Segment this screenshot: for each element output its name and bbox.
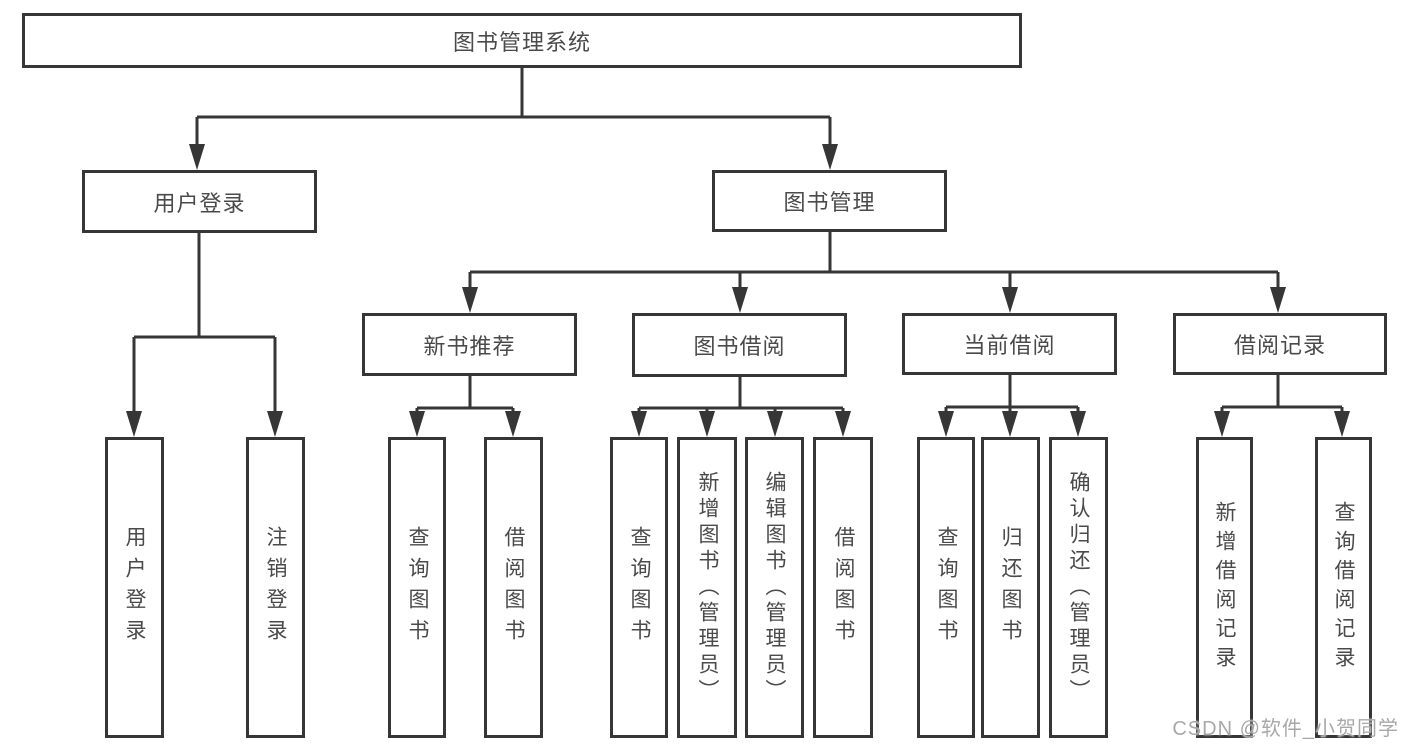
leaf-logout-label: 注销登录 xyxy=(264,525,287,650)
leaf-current-query-book-label: 查询图书 xyxy=(935,525,958,650)
node-book-borrow-label: 图书借阅 xyxy=(693,334,786,359)
leaf-confirm-return-admin: 确认归还（管理员） xyxy=(1049,437,1108,738)
node-root: 图书管理系统 xyxy=(22,13,1022,68)
leaf-add-book-admin-label: 新增图书（管理员） xyxy=(696,470,719,705)
leaf-edit-book-admin: 编辑图书（管理员） xyxy=(745,437,804,738)
leaf-return-book: 归还图书 xyxy=(981,437,1040,738)
node-book-borrow: 图书借阅 xyxy=(632,313,847,377)
leaf-edit-book-admin-label: 编辑图书（管理员） xyxy=(763,470,786,705)
node-book-management-label: 图书管理 xyxy=(783,190,876,215)
node-root-label: 图书管理系统 xyxy=(452,29,591,55)
leaf-recommend-borrow-book-label: 借阅图书 xyxy=(502,525,525,650)
leaf-borrow-book-label: 借阅图书 xyxy=(832,525,855,650)
leaf-recommend-query-book: 查询图书 xyxy=(388,437,446,738)
leaf-query-borrow-record: 查询借阅记录 xyxy=(1315,437,1372,738)
leaf-return-book-label: 归还图书 xyxy=(999,525,1022,650)
node-book-management: 图书管理 xyxy=(712,170,947,232)
leaf-borrow-query-book-label: 查询图书 xyxy=(628,525,651,650)
leaf-confirm-return-admin-label: 确认归还（管理员） xyxy=(1067,470,1090,705)
leaf-add-borrow-record: 新增借阅记录 xyxy=(1196,437,1253,738)
leaf-logout: 注销登录 xyxy=(246,437,305,738)
leaf-borrow-book: 借阅图书 xyxy=(813,437,873,738)
leaf-user-login: 用户登录 xyxy=(105,437,164,738)
leaf-current-query-book: 查询图书 xyxy=(917,437,975,738)
leaf-query-borrow-record-label: 查询借阅记录 xyxy=(1332,500,1355,675)
leaf-add-borrow-record-label: 新增借阅记录 xyxy=(1213,500,1236,675)
leaf-user-login-label: 用户登录 xyxy=(123,525,146,650)
leaf-borrow-query-book: 查询图书 xyxy=(610,437,668,738)
node-user-login: 用户登录 xyxy=(82,170,317,233)
node-current-borrow-label: 当前借阅 xyxy=(963,333,1056,358)
node-user-login-label: 用户登录 xyxy=(153,190,246,216)
leaf-recommend-borrow-book: 借阅图书 xyxy=(484,437,543,738)
node-borrow-records: 借阅记录 xyxy=(1173,313,1387,375)
csdn-watermark: CSDN @软件_小贺同学 xyxy=(1172,718,1399,740)
arrowhead-icons xyxy=(126,144,1350,437)
leaf-add-book-admin: 新增图书（管理员） xyxy=(677,437,737,738)
node-current-borrow: 当前借阅 xyxy=(902,313,1117,375)
leaf-recommend-query-book-label: 查询图书 xyxy=(406,525,429,650)
node-new-book-recommend: 新书推荐 xyxy=(362,313,577,376)
node-new-book-recommend-label: 新书推荐 xyxy=(423,333,516,359)
node-borrow-records-label: 借阅记录 xyxy=(1233,333,1326,358)
